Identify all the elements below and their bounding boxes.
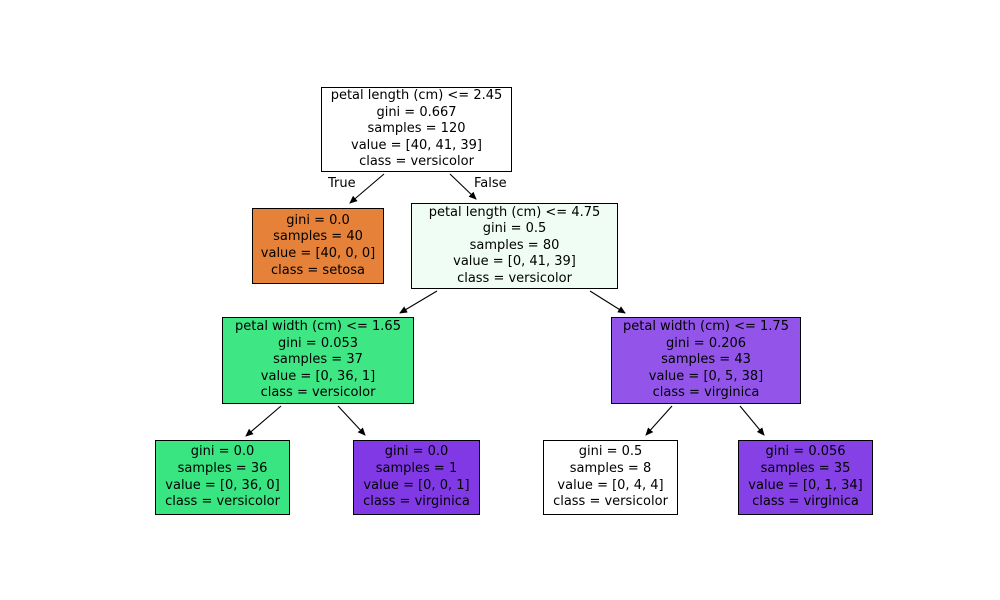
node-value: value = [0, 1, 34] bbox=[748, 477, 863, 493]
edge-root-true bbox=[349, 173, 385, 204]
node-samples: samples = 40 bbox=[273, 229, 363, 245]
node-gini: gini = 0.053 bbox=[277, 335, 359, 351]
node-split-condition: petal width (cm) <= 1.75 bbox=[623, 319, 789, 335]
node-class: class = virginica bbox=[752, 494, 859, 510]
node-split-condition: petal width (cm) <= 1.65 bbox=[235, 319, 401, 335]
node-samples: samples = 80 bbox=[469, 237, 560, 253]
node-class: class = virginica bbox=[652, 385, 760, 401]
edge-split4-left bbox=[645, 405, 673, 436]
node-class: class = virginica bbox=[363, 494, 470, 510]
node-value: value = [0, 36, 1] bbox=[260, 368, 376, 384]
node-samples: samples = 37 bbox=[273, 352, 363, 368]
edge-root-false bbox=[449, 173, 477, 200]
node-samples: samples = 36 bbox=[177, 460, 268, 476]
node-samples: samples = 8 bbox=[569, 460, 652, 476]
node-split-condition: petal length (cm) <= 2.45 bbox=[330, 88, 503, 104]
node-gini: gini = 0.206 bbox=[665, 335, 747, 351]
node-class: class = versicolor bbox=[457, 270, 572, 286]
edge-split2-left bbox=[399, 290, 438, 314]
edge-split3-left bbox=[245, 405, 282, 437]
node-value: value = [40, 41, 39] bbox=[351, 137, 482, 153]
node-value: value = [0, 41, 39] bbox=[453, 254, 576, 270]
edge-split3-right bbox=[337, 405, 366, 436]
tree-node-virginica-split: petal width (cm) <= 1.75 gini = 0.206 sa… bbox=[611, 317, 801, 404]
tree-node-leaf-virginica-34: gini = 0.056 samples = 35 value = [0, 1,… bbox=[738, 440, 873, 515]
node-gini: gini = 0.5 bbox=[482, 221, 547, 237]
node-gini: gini = 0.056 bbox=[765, 444, 846, 460]
node-gini: gini = 0.0 bbox=[286, 212, 350, 228]
node-samples: samples = 35 bbox=[760, 460, 851, 476]
node-class: class = versicolor bbox=[165, 494, 280, 510]
node-class: class = setosa bbox=[271, 262, 365, 278]
node-gini: gini = 0.0 bbox=[190, 444, 255, 460]
node-split-condition: petal length (cm) <= 4.75 bbox=[428, 204, 601, 220]
tree-node-leaf-virginica-1: gini = 0.0 samples = 1 value = [0, 0, 1]… bbox=[353, 440, 480, 515]
tree-node-right-split: petal length (cm) <= 4.75 gini = 0.5 sam… bbox=[411, 203, 618, 289]
node-class: class = versicolor bbox=[260, 385, 376, 401]
node-value: value = [0, 4, 4] bbox=[557, 477, 664, 493]
node-gini: gini = 0.5 bbox=[578, 444, 643, 460]
node-value: value = [0, 5, 38] bbox=[648, 368, 764, 384]
node-class: class = versicolor bbox=[359, 154, 474, 170]
node-value: value = [40, 0, 0] bbox=[260, 246, 376, 261]
edge-label-false: False bbox=[474, 176, 507, 191]
tree-node-root: petal length (cm) <= 2.45 gini = 0.667 s… bbox=[321, 87, 512, 172]
edge-split2-right bbox=[589, 290, 626, 314]
node-gini: gini = 0.0 bbox=[384, 444, 449, 460]
tree-node-versicolor-split: petal width (cm) <= 1.65 gini = 0.053 sa… bbox=[222, 317, 414, 404]
node-value: value = [0, 36, 0] bbox=[165, 477, 280, 493]
node-samples: samples = 1 bbox=[375, 460, 458, 476]
edge-split4-right bbox=[739, 405, 765, 436]
edge-label-true: True bbox=[328, 176, 356, 191]
node-samples: samples = 120 bbox=[367, 121, 466, 137]
node-samples: samples = 43 bbox=[661, 352, 751, 368]
tree-node-leaf-versicolor-8: gini = 0.5 samples = 8 value = [0, 4, 4]… bbox=[543, 440, 678, 515]
node-gini: gini = 0.667 bbox=[376, 104, 457, 120]
tree-node-leaf-versicolor-36: gini = 0.0 samples = 36 value = [0, 36, … bbox=[155, 440, 290, 515]
tree-node-setosa-leaf: gini = 0.0 samples = 40 value = [40, 0, … bbox=[252, 208, 384, 284]
node-class: class = versicolor bbox=[553, 494, 668, 510]
node-value: value = [0, 0, 1] bbox=[363, 477, 470, 493]
